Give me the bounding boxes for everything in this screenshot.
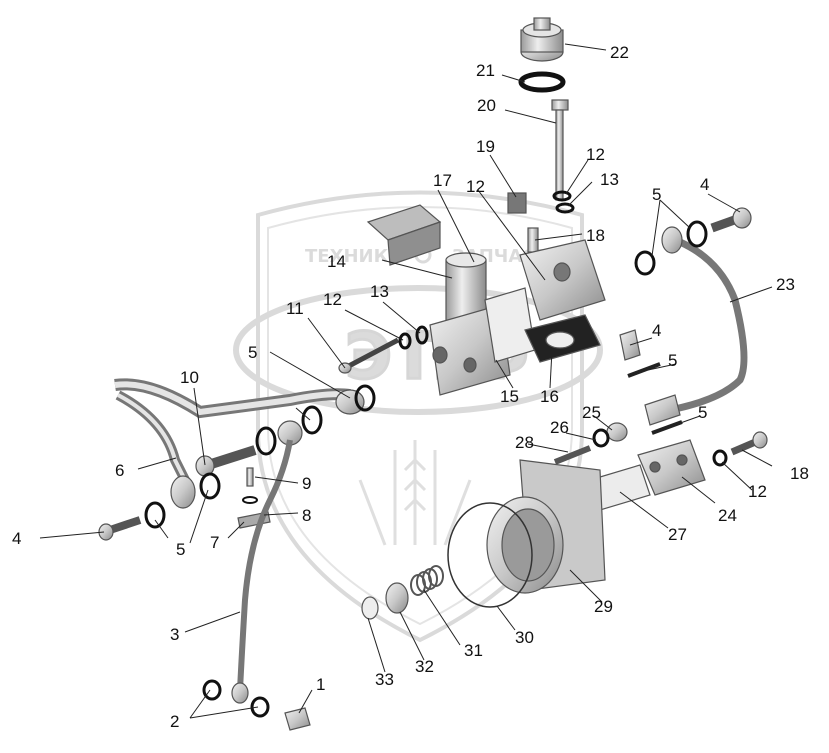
part-washer — [242, 496, 258, 504]
callout-5-lower-right: 5 — [698, 403, 707, 422]
part-ring-12 — [712, 449, 728, 467]
part-small-plate — [507, 192, 527, 214]
part-ring — [199, 472, 221, 500]
callout-23: 23 — [776, 275, 795, 294]
callout-20: 20 — [477, 96, 496, 115]
part-ring — [686, 220, 708, 248]
callout-5-mid: 5 — [248, 343, 257, 362]
callout-33: 33 — [375, 670, 394, 689]
callout-19: 19 — [476, 137, 495, 156]
callout-6: 6 — [115, 461, 124, 480]
part-ring — [301, 405, 323, 435]
callout-4-left: 4 — [12, 529, 21, 548]
part-bolt-1 — [284, 707, 311, 731]
watermark-wheat-icon — [358, 440, 472, 546]
part-pipe-highlight — [114, 381, 351, 416]
part-pipe-6 — [115, 390, 190, 483]
callout-12-right: 12 — [586, 145, 605, 164]
callout-7: 7 — [210, 533, 219, 552]
part-ring — [634, 250, 656, 276]
callout-labels: 1 2 3 4 5 6 7 8 9 10 5 11 12 13 14 17 12… — [12, 43, 809, 731]
callout-12-left: 12 — [323, 290, 342, 309]
callout-1: 1 — [316, 675, 325, 694]
callout-5-mid-right: 5 — [668, 351, 677, 370]
callout-31: 31 — [464, 641, 483, 660]
part-seal-ring — [518, 71, 566, 93]
part-ring — [415, 325, 429, 345]
callout-25: 25 — [582, 403, 601, 422]
part-ring — [552, 190, 572, 202]
callout-21: 21 — [476, 61, 495, 80]
callout-32: 32 — [415, 657, 434, 676]
part-banjo-3 — [231, 682, 249, 704]
callout-13-left: 13 — [370, 282, 389, 301]
callout-16: 16 — [540, 387, 559, 406]
callout-3: 3 — [170, 625, 179, 644]
callout-9: 9 — [302, 474, 311, 493]
callout-2: 2 — [170, 712, 179, 731]
callout-18-right: 18 — [790, 464, 809, 483]
callout-17: 17 — [433, 171, 452, 190]
part-ring-26 — [592, 428, 610, 448]
part-long-bolt — [551, 99, 569, 201]
part-pipe-23 — [669, 238, 748, 414]
callout-13-right: 13 — [600, 170, 619, 189]
leaders — [39, 43, 773, 719]
callout-5-left: 5 — [176, 540, 185, 559]
callout-27: 27 — [668, 525, 687, 544]
callout-14: 14 — [327, 252, 346, 271]
part-fitting-23 — [644, 394, 681, 426]
part-banjo — [170, 475, 196, 509]
part-screw-9 — [246, 467, 254, 487]
callout-8: 8 — [302, 506, 311, 525]
part-cap-nut — [520, 17, 564, 62]
part-bolt-18 — [730, 431, 768, 456]
part-ring — [250, 696, 270, 718]
callout-12-lower-right: 12 — [748, 482, 767, 501]
part-gasket-hole — [545, 331, 575, 349]
parts — [98, 17, 768, 731]
part-bolt-4-left — [98, 516, 142, 541]
callout-30: 30 — [515, 628, 534, 647]
callout-11: 11 — [286, 299, 304, 318]
part-cap-25 — [606, 422, 628, 442]
callout-29: 29 — [594, 597, 613, 616]
part-ring — [354, 384, 376, 412]
part-fitting — [335, 389, 365, 415]
part-ring — [255, 426, 277, 456]
part-ring — [202, 679, 222, 701]
callout-15: 15 — [500, 387, 519, 406]
callout-28: 28 — [515, 433, 534, 452]
callout-4-right: 4 — [700, 175, 709, 194]
part-oring-30 — [447, 502, 533, 608]
callout-10: 10 — [180, 368, 199, 387]
part-spring-5 — [627, 362, 661, 378]
callout-26: 26 — [550, 418, 569, 437]
part-ring — [398, 332, 412, 350]
part-ring — [144, 501, 166, 529]
part-pin-28 — [553, 445, 592, 465]
part-ring — [555, 202, 575, 214]
callout-24: 24 — [718, 506, 737, 525]
callout-12-top: 12 — [466, 177, 485, 196]
part-hole — [649, 461, 661, 473]
part-housing-29 — [486, 459, 606, 594]
callout-22: 22 — [610, 43, 629, 62]
watermark-text-left: ТЕХНИКА — [305, 246, 402, 267]
callout-5-right: 5 — [652, 185, 661, 204]
part-disc-33 — [361, 596, 379, 620]
part-flange-24 — [637, 439, 706, 496]
part-spring-31 — [410, 565, 444, 596]
part-pipe-3 — [237, 439, 293, 691]
part-piston-32 — [385, 582, 409, 614]
callout-4-mid: 4 — [652, 321, 661, 340]
part-bolt-4-right — [710, 207, 752, 233]
part-hole — [676, 454, 688, 466]
callout-18-top: 18 — [586, 226, 605, 245]
part-banjo — [661, 226, 683, 254]
